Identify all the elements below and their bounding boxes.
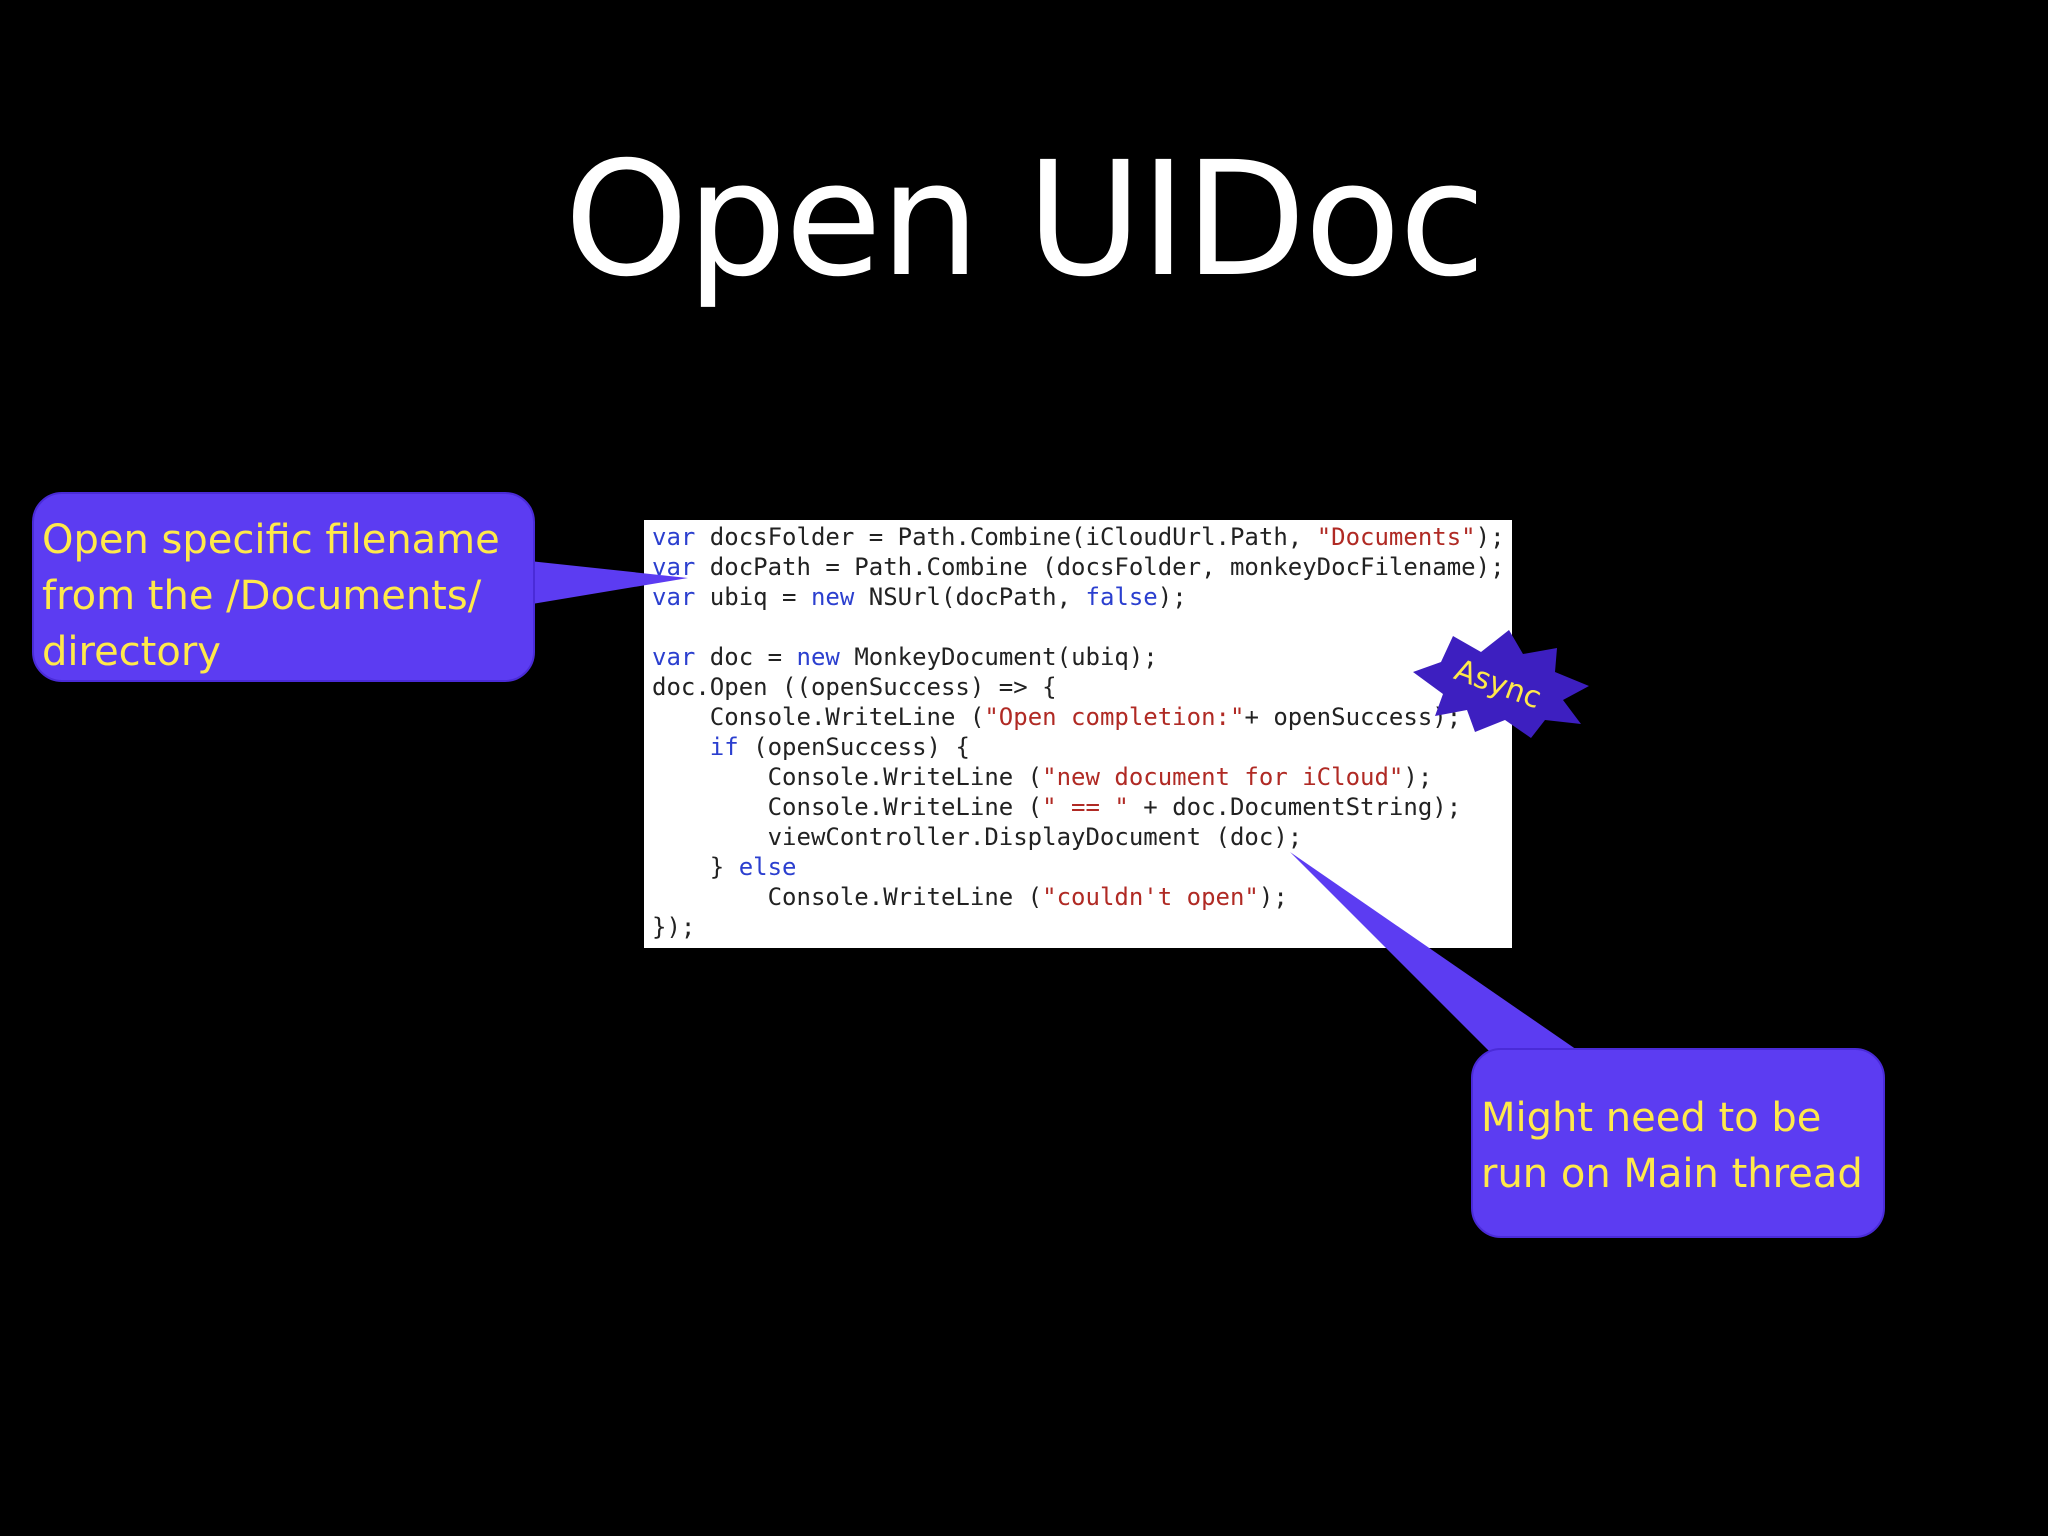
code-keyword: else: [738, 853, 797, 881]
code-text: ubiq =: [695, 583, 811, 611]
code-line: var doc = new MonkeyDocument(ubiq);: [652, 642, 1512, 672]
code-text: docPath = Path.Combine (docsFolder, monk…: [695, 553, 1505, 581]
code-line: } else: [652, 852, 1512, 882]
code-text: docsFolder = Path.Combine(iCloudUrl.Path…: [695, 523, 1317, 551]
main-thread-callout: Might need to be run on Main thread: [1471, 1048, 1885, 1238]
code-text: );: [1157, 583, 1187, 611]
code-line: Console.WriteLine ("couldn't open");: [652, 882, 1512, 912]
code-string: "new document for iCloud": [1042, 763, 1404, 791]
code-screenshot: var docsFolder = Path.Combine(iCloudUrl.…: [644, 520, 1512, 948]
code-line: if (openSuccess) {: [652, 732, 1512, 762]
code-string: "couldn't open": [1042, 883, 1259, 911]
code-text: });: [652, 913, 696, 941]
filename-callout-line-1: Open specific filename: [42, 517, 500, 563]
code-text: MonkeyDocument(ubiq);: [839, 643, 1158, 671]
main-thread-callout-line-2: run on Main thread: [1481, 1151, 1863, 1197]
code-line: var ubiq = new NSUrl(docPath, false);: [652, 582, 1512, 612]
async-starburst: [1413, 630, 1589, 738]
code-text: }: [652, 853, 739, 881]
code-text: );: [1475, 523, 1505, 551]
filename-callout-line-3: directory: [42, 629, 221, 675]
code-text: (openSuccess) {: [738, 733, 970, 761]
code-text: Console.WriteLine (: [652, 793, 1043, 821]
code-line: var docPath = Path.Combine (docsFolder, …: [652, 552, 1512, 582]
code-text: doc.Open ((openSuccess) => {: [652, 673, 1057, 701]
code-line: Console.WriteLine ("Open completion:"+ o…: [652, 702, 1512, 732]
code-keyword: var: [652, 583, 696, 611]
code-string: " == ": [1042, 793, 1129, 821]
code-keyword: new: [810, 583, 855, 611]
code-text: Console.WriteLine (: [652, 703, 985, 731]
code-line: viewController.DisplayDocument (doc);: [652, 822, 1512, 852]
code-line: var docsFolder = Path.Combine(iCloudUrl.…: [652, 522, 1512, 552]
code-text: + openSuccess);: [1244, 703, 1462, 731]
code-line: });: [652, 912, 1512, 942]
code-text: doc =: [695, 643, 797, 671]
code-line: doc.Open ((openSuccess) => {: [652, 672, 1512, 702]
main-thread-callout-line-1: Might need to be: [1481, 1095, 1822, 1141]
code-line: Console.WriteLine (" == " + doc.Document…: [652, 792, 1512, 822]
code-line: Console.WriteLine ("new document for iCl…: [652, 762, 1512, 792]
filename-callout-line-2: from the /Documents/: [42, 573, 482, 619]
code-keyword: var: [652, 643, 696, 671]
code-text: NSUrl(docPath,: [854, 583, 1086, 611]
code-string: "Open completion:": [984, 703, 1245, 731]
code-keyword: var: [652, 523, 696, 551]
code-keyword: false: [1085, 583, 1158, 611]
code-text: + doc.DocumentString);: [1128, 793, 1462, 821]
code-string: "Documents": [1316, 523, 1476, 551]
code-text: );: [1258, 883, 1288, 911]
code-keyword: new: [796, 643, 840, 671]
filename-callout: Open specific filename from the /Documen…: [32, 492, 535, 682]
code-text: viewController.DisplayDocument (doc);: [652, 823, 1303, 851]
mainthread-callout-pointer: [1290, 852, 1580, 1052]
code-text: Console.WriteLine (: [652, 883, 1043, 911]
code-text: Console.WriteLine (: [652, 763, 1043, 791]
slide-title: Open UIDoc: [564, 128, 1486, 312]
filename-callout-pointer: [520, 560, 688, 606]
code-keyword: if: [709, 733, 739, 761]
code-text: );: [1403, 763, 1433, 791]
